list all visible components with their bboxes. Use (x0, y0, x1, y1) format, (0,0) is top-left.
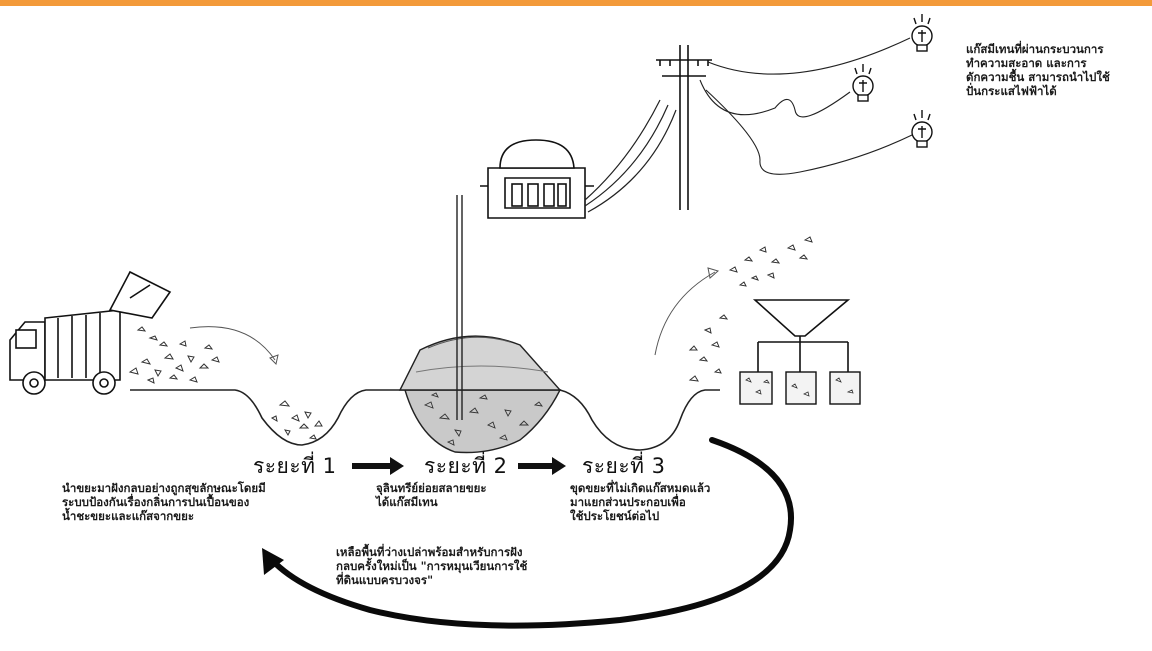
methane-caption-line-2: ทำความสะอาด และการ (966, 56, 1087, 70)
stage-arrow-1-2 (352, 457, 404, 475)
stage-1-caption-line-3: น้ำชะขยะและแก๊สจากขยะ (62, 509, 195, 523)
stage-1-caption-line-1: นำขยะมาฝังกลบอย่างถูกสุขลักษณะโดยมี (62, 481, 266, 495)
garbage-truck-icon (9, 270, 172, 395)
top-accent-bar (0, 0, 1152, 6)
arc-to-sorter (654, 271, 716, 356)
cycle-caption-line-1: เหลือพื้นที่ว่างเปล่าพร้อมสำหรับการฝัง (336, 545, 523, 559)
stage-3-caption-line-2: มาแยกส่วนประกอบเพื่อ (570, 495, 686, 509)
return-cycle-arrow (269, 437, 794, 629)
stage-3-caption-line-3: ใช้ประโยชน์ต่อไป (570, 509, 660, 523)
pit-3-waste (688, 314, 729, 382)
stage-arrow-2-3 (518, 457, 566, 475)
cycle-caption-line-2: กลบครั้งใหม่เป็น "การหมุนเวียนการใช้ (336, 559, 528, 573)
methane-caption-line-3: ดักความชื้น สามารถนำไปใช้ (966, 70, 1110, 84)
light-bulb-icon (852, 64, 874, 102)
cycle-caption-line-3: ที่ดินแบบครบวงจร" (336, 573, 434, 587)
sorting-hopper-icon (752, 299, 851, 372)
pit-1-waste (270, 400, 323, 440)
pit-2-landfill (398, 195, 562, 454)
power-pole-icon (656, 45, 712, 210)
methane-caption-line-1: แก๊สมีเทนที่ผ่านกระบวนการ (966, 42, 1104, 56)
methane-caption-line-4: ปั่นกระแสไฟฟ้าได้ (966, 84, 1057, 98)
generator-icon (480, 139, 594, 219)
stage-2-label: ระยะที่ 2 (424, 454, 508, 478)
stage-1-label: ระยะที่ 1 (253, 454, 337, 478)
stage-2-caption-line-2: ได้แก๊สมีเทน (376, 495, 438, 509)
arc-to-pit-1 (189, 326, 276, 361)
stage-1-caption-line-2: ระบบป้องกันเรื่องกลิ่นการปนเปื้อนของ (62, 495, 250, 509)
stage-2-caption-line-1: จุลินทรีย์ย่อยสลายขยะ (376, 481, 487, 495)
stage-3-label: ระยะที่ 3 (582, 454, 666, 478)
stage-3-caption-line-1: ขุดขยะที่ไม่เกิดแก๊สหมดแล้ว (570, 481, 711, 495)
light-bulb-icon (911, 14, 933, 52)
bin-icon (739, 371, 861, 405)
light-bulb-icon (911, 110, 933, 148)
